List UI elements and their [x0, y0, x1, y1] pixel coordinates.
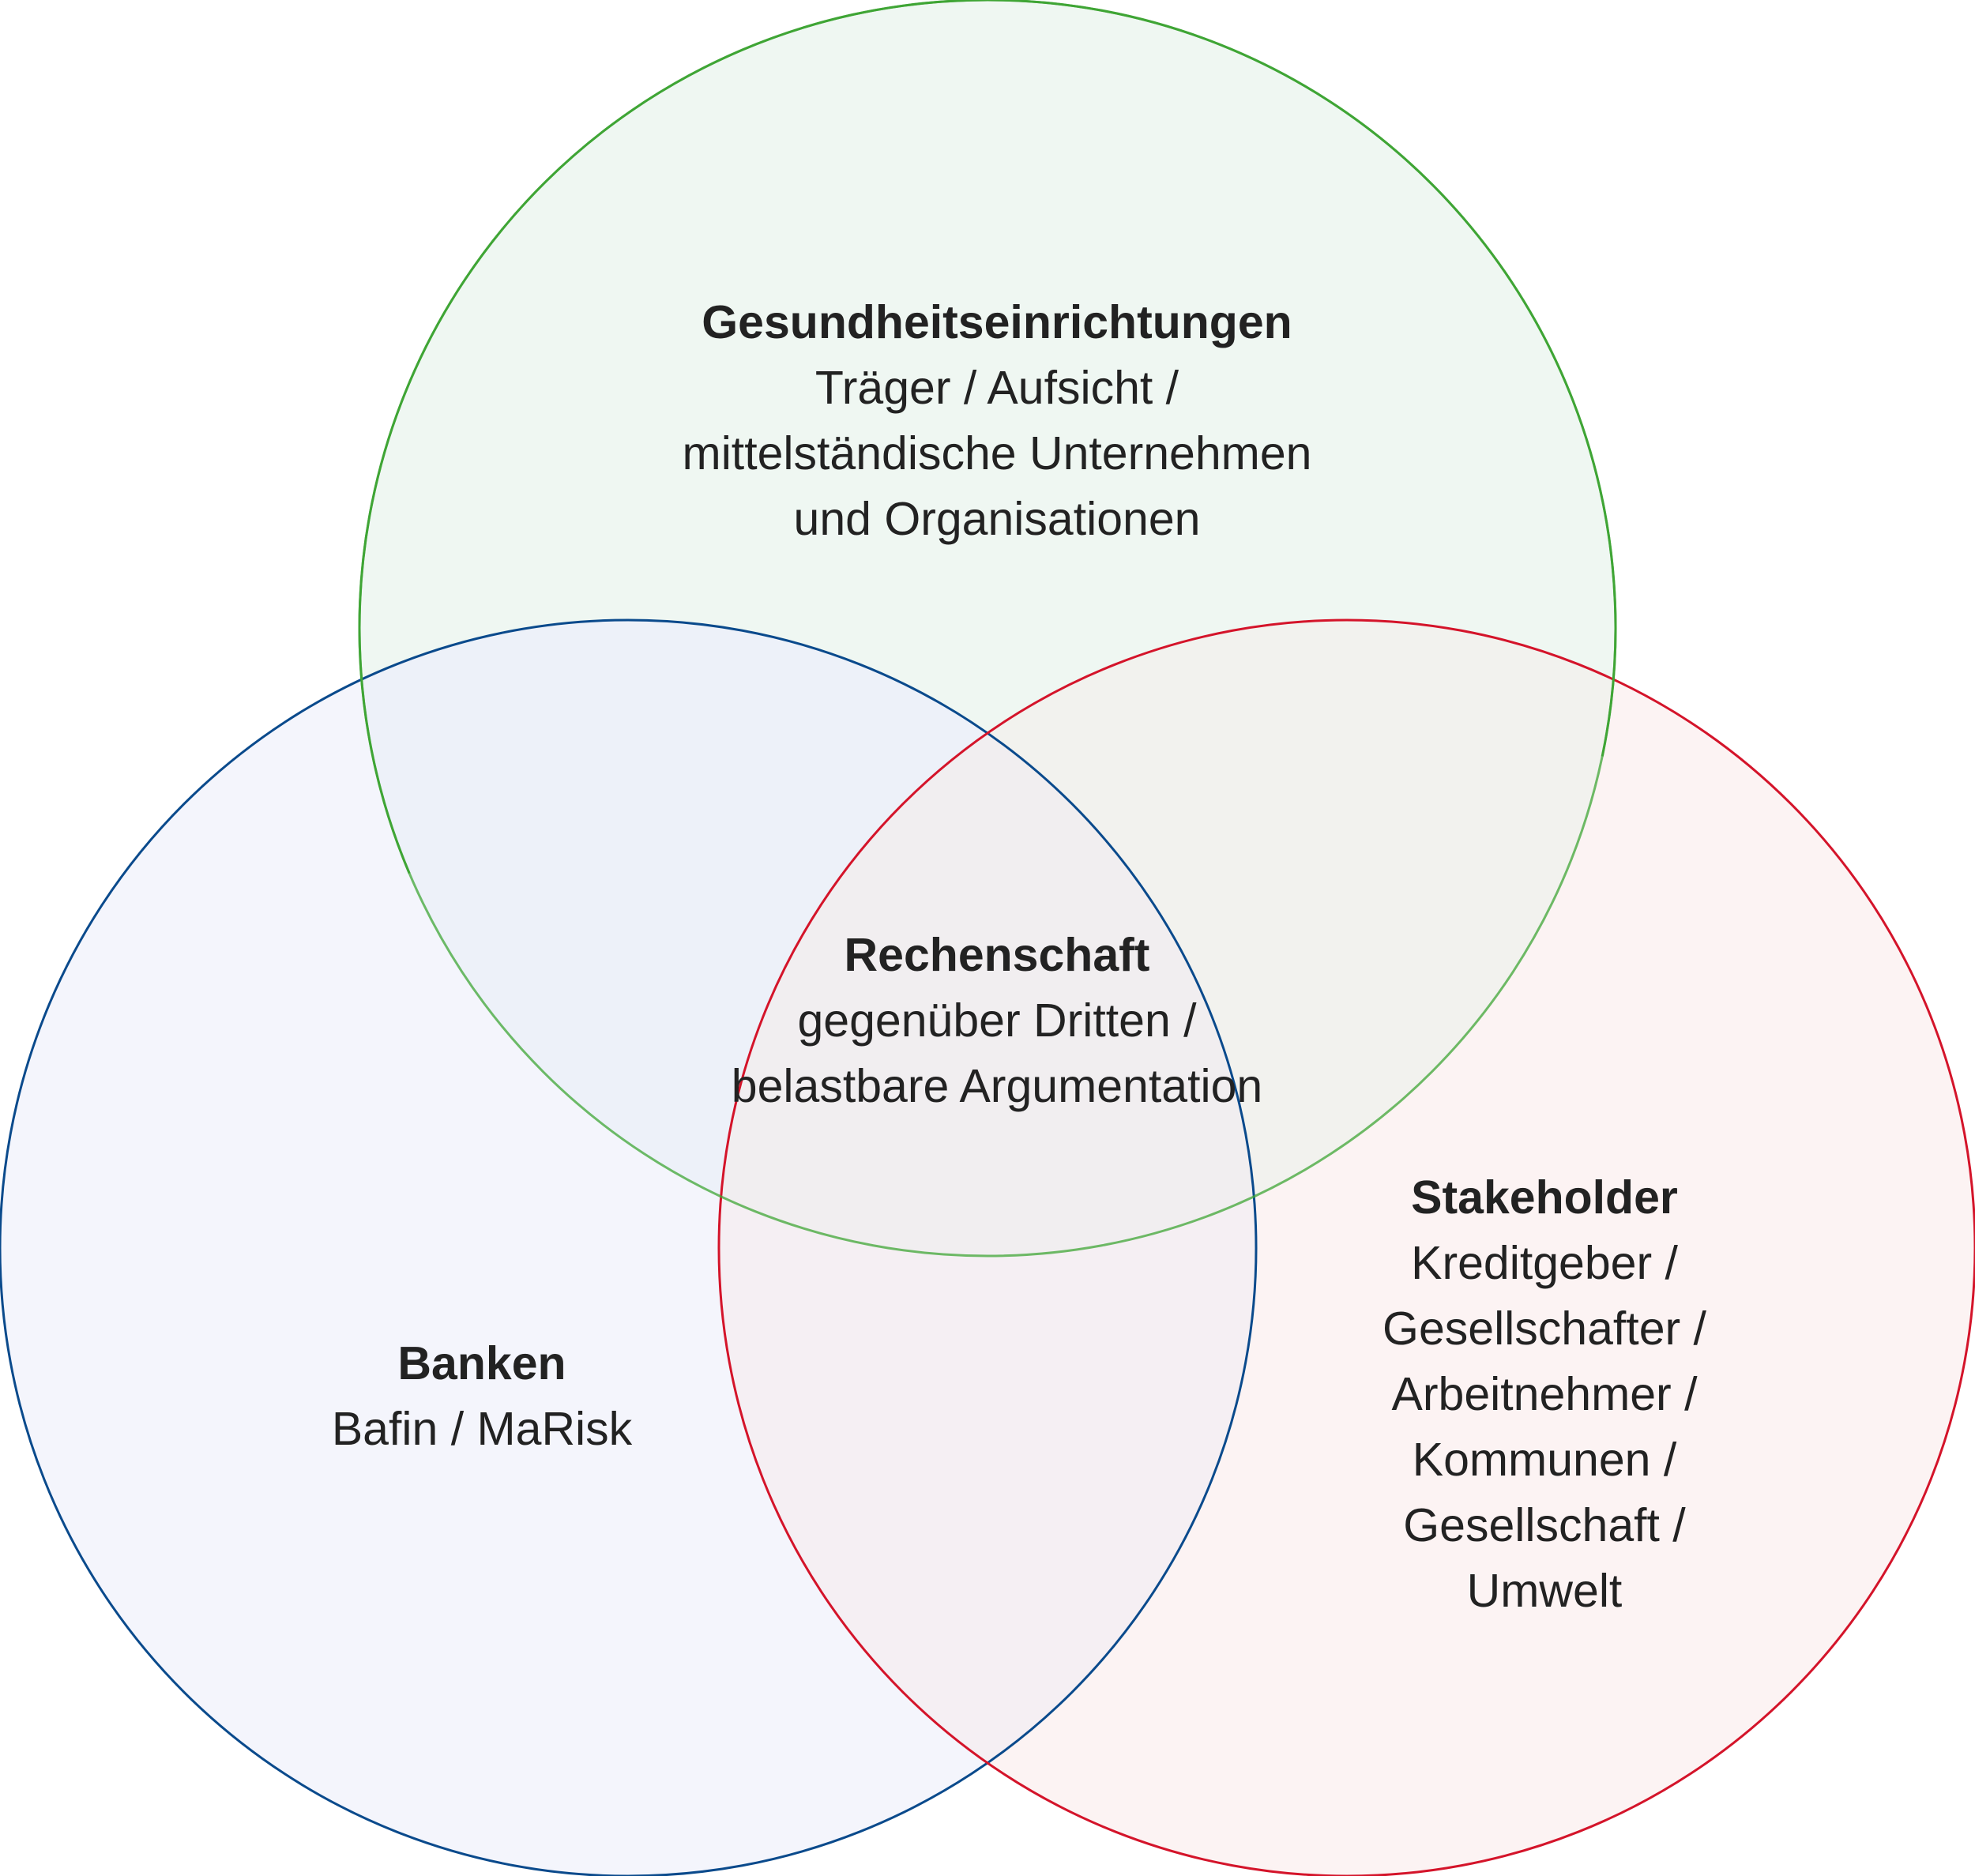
banks-circle-outline: [0, 618, 1258, 1876]
stakeholder-title: Stakeholder: [1411, 1171, 1678, 1224]
stakeholder-line-1: Kreditgeber /: [1411, 1237, 1678, 1289]
health-line-3: und Organisationen: [793, 493, 1201, 545]
health-title: Gesundheitseinrichtungen: [702, 296, 1292, 348]
health-label: Gesundheitseinrichtungen Träger / Aufsic…: [683, 290, 1312, 552]
stakeholder-circle-outline: [717, 618, 1975, 1876]
stakeholder-line-5: Gesellschaft /: [1403, 1499, 1686, 1551]
banks-title: Banken: [397, 1337, 566, 1389]
stakeholder-label: Stakeholder Kreditgeber / Gesellschafter…: [1382, 1165, 1706, 1624]
banks-line-1: Bafin / MaRisk: [331, 1403, 633, 1455]
banks-label: Banken Bafin / MaRisk: [332, 1331, 632, 1462]
health-line-2: mittelständische Unternehmen: [682, 427, 1312, 479]
health-line-1: Träger / Aufsicht /: [814, 362, 1179, 414]
center-label: Rechenschaft gegenüber Dritten / belastb…: [732, 923, 1262, 1119]
center-line-1: gegenüber Dritten /: [797, 994, 1197, 1047]
stakeholder-line-4: Kommunen /: [1412, 1434, 1677, 1486]
center-title: Rechenschaft: [844, 929, 1150, 981]
stakeholder-line-6: Umwelt: [1466, 1565, 1623, 1617]
overlap-all: [719, 620, 1256, 1256]
health-circle-outline-top: [358, 0, 1617, 1258]
center-line-2: belastbare Argumentation: [731, 1060, 1263, 1112]
stakeholder-line-2: Gesellschafter /: [1382, 1303, 1706, 1355]
stakeholder-line-3: Arbeitnehmer /: [1391, 1368, 1698, 1420]
